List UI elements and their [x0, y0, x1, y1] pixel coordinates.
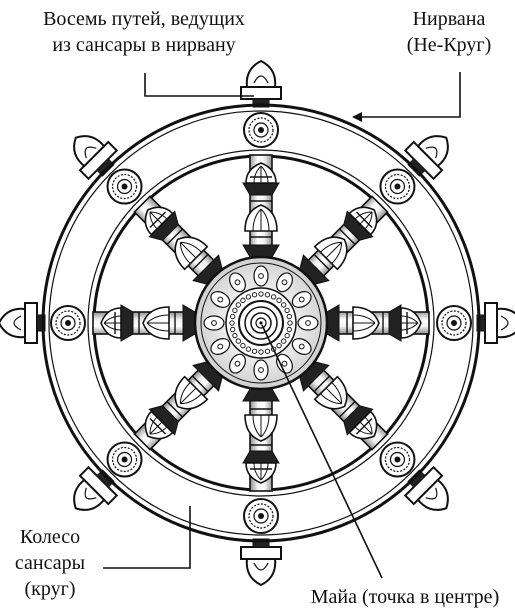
maya-label-line1: Майа (точка в центре) — [298, 584, 512, 610]
spoke — [295, 191, 393, 289]
wheel-hub — [195, 257, 327, 389]
spoke — [129, 191, 227, 289]
rim-medallion — [380, 442, 414, 476]
nirvana-label: Нирвана (Не-Круг) — [388, 6, 510, 58]
eight-paths-label: Восемь путей, ведущих из сансары в нирва… — [8, 6, 280, 58]
wheel-label-line2: сансары — [2, 550, 98, 576]
finial — [241, 539, 281, 585]
spoke — [93, 305, 195, 341]
rim-medallion — [51, 306, 85, 340]
finial — [0, 303, 45, 343]
maya-center-dot — [259, 321, 262, 324]
rim-medallion — [437, 306, 471, 340]
wheel-of-samsara-label: Колесо сансары (круг) — [2, 524, 98, 602]
rim-medallion — [108, 170, 142, 204]
nirvana-arrowhead — [352, 112, 362, 122]
spoke — [129, 357, 227, 455]
rim-medallion — [244, 499, 278, 533]
nirvana-label-line2: (Не-Круг) — [388, 32, 510, 58]
rim-medallion — [108, 442, 142, 476]
spoke — [295, 357, 393, 455]
eight-paths-label-line2: из сансары в нирвану — [8, 32, 280, 58]
nirvana-leader — [360, 72, 460, 117]
rim-medallion — [380, 170, 414, 204]
eight-paths-label-line1: Восемь путей, ведущих — [8, 6, 280, 32]
wheel-label-line3: (круг) — [2, 576, 98, 602]
spoke — [243, 389, 279, 491]
spoke — [243, 155, 279, 257]
wheel-label-line1: Колесо — [2, 524, 98, 550]
spoke — [327, 305, 429, 341]
finial — [241, 61, 281, 107]
wheel-leader — [103, 506, 190, 568]
nirvana-label-line1: Нирвана — [388, 6, 510, 32]
rim-medallion — [244, 113, 278, 147]
paths-leader — [145, 73, 254, 96]
maya-label: Майа (точка в центре) — [298, 584, 512, 610]
finial — [477, 303, 515, 343]
